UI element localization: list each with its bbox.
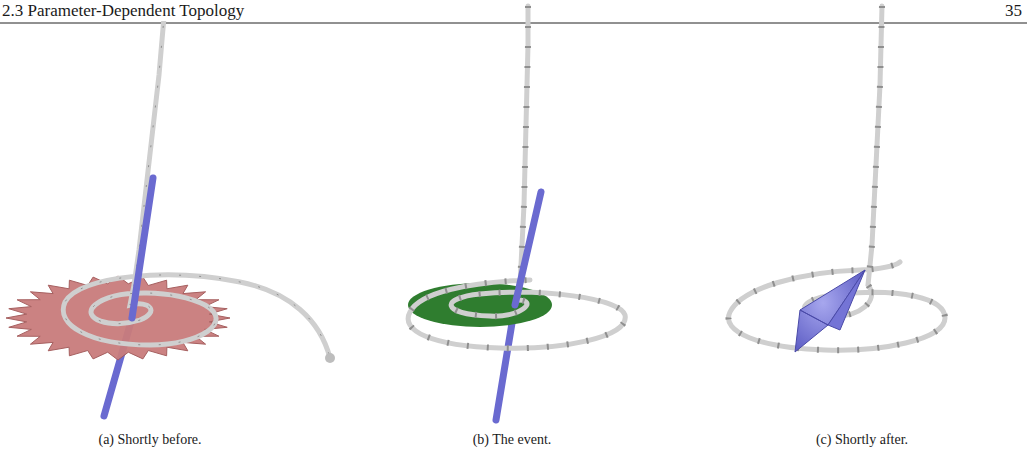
page-number: 35: [1003, 1, 1024, 21]
header-rule: [0, 23, 1027, 24]
panel-a: [6, 6, 335, 416]
streamline: [63, 6, 330, 358]
saw-disc: [6, 276, 230, 360]
streamline: [408, 6, 625, 348]
panel-b: [408, 6, 625, 420]
subfigure-caption: (c) Shortly after.: [814, 432, 910, 448]
subfigure-caption: (b) The event.: [471, 432, 554, 448]
subfigure-caption: (a) Shortly before.: [96, 432, 203, 448]
double-cone: [795, 270, 865, 352]
green-disc: [408, 283, 552, 327]
running-header: 2.3 Parameter-Dependent Topology: [0, 1, 246, 21]
panel-c: [728, 6, 945, 352]
